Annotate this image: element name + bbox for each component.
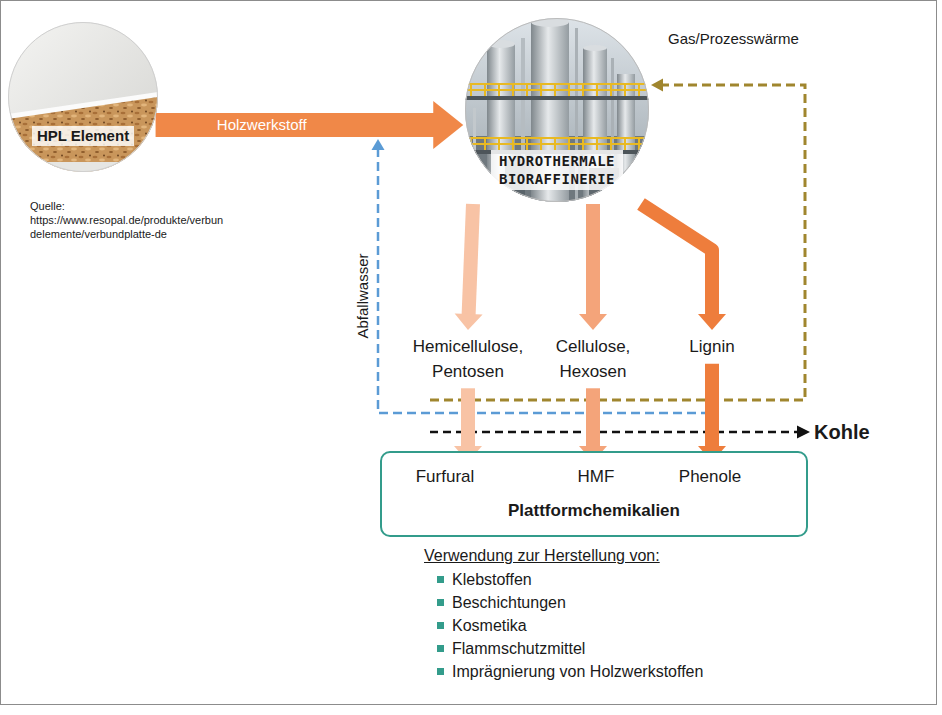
arrow-head (797, 426, 810, 439)
arrow-head (698, 314, 726, 330)
chemical-name: Furfural (416, 467, 475, 487)
arrow-head (433, 101, 463, 149)
product-label: Kohle (814, 420, 870, 444)
laminate-bottom (8, 162, 158, 172)
node-title: HYDROTHERMALE BIORAFFINERIE (491, 150, 623, 190)
source-caption: Quelle: (30, 200, 65, 213)
fraction-node: Cellulose, Hexosen (538, 333, 648, 386)
refinery-scene (465, 18, 649, 202)
list-item: Klebstoffen (452, 570, 532, 589)
chemical-name: Phenole (679, 467, 741, 487)
bullet-square (437, 668, 444, 675)
node-title: HPL Element (32, 126, 134, 146)
yellow-railing (465, 138, 649, 150)
pipe (473, 108, 476, 202)
source-url: https://www.resopal.de/produkte/verbunde… (30, 213, 224, 242)
hpl-panel-shape (8, 22, 158, 172)
biorefinery-circle: HYDROTHERMALE BIORAFFINERIE (465, 18, 649, 202)
conversion-arrow (698, 364, 726, 462)
laminate-edge (8, 92, 158, 119)
list-item: Beschichtungen (452, 593, 566, 612)
hpl-panel-photo (8, 22, 158, 172)
fraction-text: Hemicellulose, Pentosen (400, 335, 536, 384)
char-output (430, 426, 810, 439)
arrow-body (586, 388, 600, 448)
arrow-body (641, 204, 712, 316)
arrow-body (469, 204, 473, 316)
frame-border (1, 1, 937, 705)
fraction-arrow (641, 204, 726, 330)
dashed-line (430, 431, 798, 434)
yellow-railing (465, 84, 649, 96)
list-item: Kosmetika (452, 616, 527, 635)
fraction-text: Lignin (674, 335, 750, 360)
fraction-arrow (579, 204, 607, 330)
fraction-arrow (455, 204, 483, 330)
platform-chemicals-box: Plattformchemikalien Furfural HMF Phenole (380, 451, 808, 537)
list-bullets (437, 576, 444, 675)
list-heading: Verwendung zur Herstellung von: (424, 546, 660, 565)
hpl-element-circle: HPL Element (8, 22, 158, 172)
arrow-head (455, 313, 483, 330)
chemical-node: Phenole (677, 465, 743, 489)
fraction-text: Cellulose, Hexosen (540, 335, 646, 384)
stream-label: Abfallwasser (353, 253, 371, 338)
photo-outline (466, 19, 649, 202)
photo-outline (9, 23, 158, 172)
bullet-square (437, 576, 444, 583)
chemical-node: Furfural (414, 465, 477, 489)
dashed-line (378, 147, 710, 413)
box-heading: Plattformchemikalien (382, 501, 806, 521)
column-cap (583, 45, 607, 51)
chemical-name: HMF (578, 467, 615, 487)
fraction-node: Lignin (672, 333, 752, 362)
list-item: Flammschutzmittel (452, 639, 585, 658)
waste-water-return (372, 139, 711, 413)
fraction-node: Hemicellulose, Pentosen (398, 333, 538, 386)
arrow-head (372, 139, 385, 150)
arrow-body (461, 388, 475, 448)
bullet-square (437, 599, 444, 606)
edge-label: Holzwerkstoff (214, 116, 310, 134)
laminate-surface (8, 22, 158, 172)
bullet-square (437, 622, 444, 629)
platform (465, 96, 649, 100)
chemical-node: HMF (576, 465, 617, 489)
stream-label: Gas/Prozesswärme (668, 30, 799, 48)
feed-arrow (156, 101, 464, 149)
arrow-head (579, 314, 607, 330)
arrow-head (651, 79, 663, 92)
column-cap (531, 18, 569, 27)
bullet-square (437, 645, 444, 652)
list-item: Imprägnierung von Holzwerkstoffen (452, 662, 703, 681)
arrow-body (705, 364, 719, 448)
arrow-body (156, 113, 436, 137)
arrow-body (586, 204, 600, 316)
